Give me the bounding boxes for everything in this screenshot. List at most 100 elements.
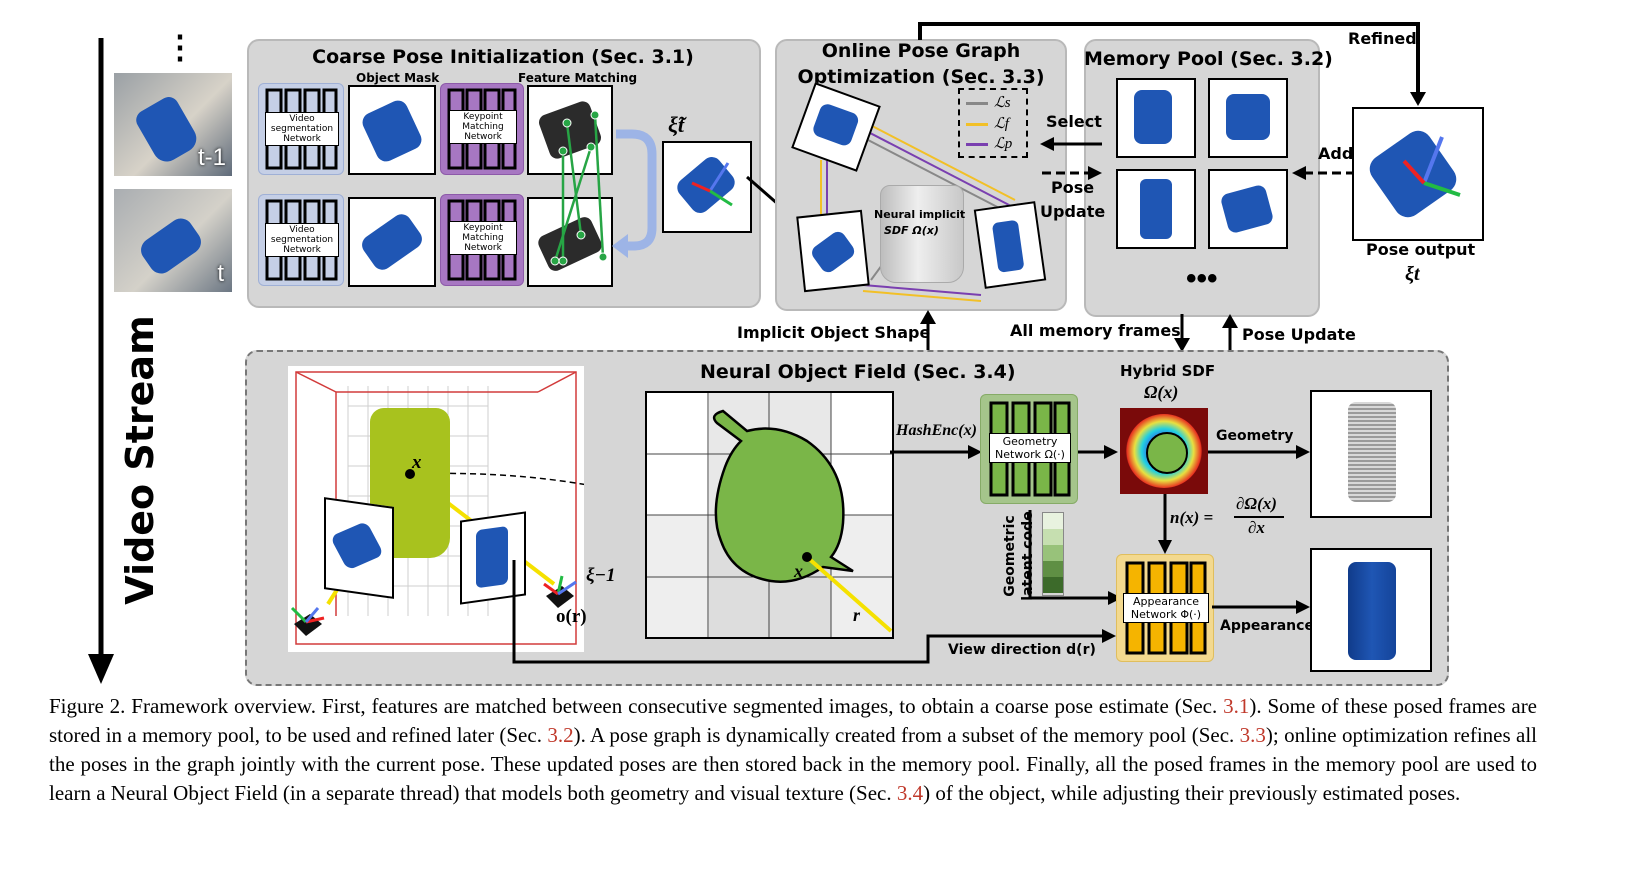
- pose-update-label-1: Pose: [1051, 178, 1095, 197]
- appearance-label: Appearance: [1220, 618, 1314, 634]
- feature-match-lines: [550, 110, 608, 266]
- video-stream-label: Video Stream: [118, 315, 162, 605]
- geometry-network-label: Geometry Network Ω(·): [989, 433, 1071, 463]
- frame-t: t: [114, 189, 232, 292]
- neural-field-title: Neural Object Field (Sec. 3.4): [700, 361, 1016, 383]
- axes-icon: [691, 162, 733, 207]
- scene-view-1-pitcher: [329, 520, 385, 571]
- axes-icon: [1402, 136, 1461, 197]
- pose-update-link-label: Pose Update: [1242, 325, 1356, 344]
- normal-arrow: [1158, 494, 1172, 554]
- coarse-pose-image: [662, 141, 752, 233]
- mask-pitcher: [358, 210, 426, 274]
- latent-to-appearance-arrow: [1028, 510, 1122, 605]
- appearance-render: [1348, 562, 1396, 660]
- frame-t-1: t-1: [114, 73, 232, 176]
- video-stream-ellipsis: ⋮: [164, 29, 196, 65]
- hashenc-label: HashEnc(x): [896, 422, 977, 439]
- geometry-network: Geometry Network Ω(·): [980, 394, 1078, 504]
- geometry-label: Geometry: [1216, 428, 1294, 444]
- view-direction-arrow: [512, 560, 1116, 664]
- video-seg-net-2: Video segmentation Network: [258, 194, 344, 286]
- pose-output-image: [1352, 107, 1484, 241]
- geometry-mesh: [1348, 402, 1396, 502]
- hybrid-sdf-image: [1120, 408, 1208, 494]
- feature-matching-label: Feature Matching: [518, 71, 638, 85]
- appearance-output-image: [1310, 548, 1432, 672]
- implicit-sdf-jug: [880, 185, 964, 283]
- caption-ref-2[interactable]: 3.2: [547, 723, 574, 747]
- memory-frames-arrow: [1174, 314, 1190, 352]
- legend-line-s: [966, 102, 988, 105]
- select-arrow: [1040, 137, 1102, 151]
- frame-t-label: t: [217, 260, 224, 287]
- geometry-to-sdf-arrow: [1078, 445, 1118, 459]
- refined-arrow: [918, 22, 1426, 106]
- caption-text-1: Figure 2. Framework overview. First, fea…: [49, 694, 1224, 718]
- caption-text-4: ); online optimization refines all the p…: [49, 723, 1538, 805]
- memory-frame-3: [1116, 169, 1196, 249]
- keypoint-net-1: Keypoint Matching Network: [440, 83, 524, 175]
- object-mask-image-1: [348, 85, 436, 175]
- pose-graph-edges: [820, 113, 1016, 302]
- pose-output-symbol: ξt: [1405, 263, 1420, 285]
- pose-update-arrow: [1042, 166, 1102, 180]
- scene-view-2-pitcher: [476, 525, 508, 589]
- appearance-network-label: Appearance Network Φ(·): [1123, 593, 1209, 623]
- legend-line-f: [966, 123, 988, 126]
- pose-graph-title-2: Optimization (Sec. 3.3): [797, 66, 1045, 88]
- hash-grid: x r: [645, 391, 894, 639]
- caption-ref-1[interactable]: 3.1: [1223, 694, 1250, 718]
- add-arrow: [1292, 166, 1354, 180]
- hybrid-sdf-shape: [1146, 432, 1188, 474]
- memory-frame-1-pitcher: [1134, 90, 1172, 144]
- coarse-pose-symbol: ξ̃t: [668, 112, 684, 137]
- object-mask-image-2: [348, 197, 436, 287]
- mask-pitcher: [359, 97, 425, 165]
- hybrid-sdf-label-1: Hybrid SDF: [1120, 362, 1216, 380]
- caption-ref-4[interactable]: 3.4: [896, 781, 924, 805]
- caption-ref-3[interactable]: 3.3: [1239, 723, 1266, 747]
- grid-r-label: r: [853, 605, 861, 625]
- memory-frame-3-pitcher: [1140, 179, 1172, 239]
- loss-legend: ℒs ℒf ℒp: [958, 88, 1028, 158]
- coarse-pose-title: Coarse Pose Initialization (Sec. 3.1): [312, 46, 694, 68]
- legend-label-p: ℒp: [994, 136, 1013, 152]
- view-direction-label: View direction d(r): [948, 642, 1096, 658]
- memory-frame-1: [1116, 78, 1196, 158]
- graph-node-left-pitcher: [808, 228, 858, 276]
- pose-output-label: Pose output: [1366, 240, 1476, 259]
- normal-frac-den: ∂x: [1248, 518, 1265, 537]
- frame-t-pitcher: [136, 213, 206, 279]
- scene-view-1: [324, 497, 394, 599]
- geometry-output-image: [1310, 390, 1432, 518]
- hashenc-arrow: [890, 445, 982, 459]
- video-seg-net-1: Video segmentation Network: [258, 83, 344, 175]
- add-label: Add: [1318, 144, 1354, 163]
- all-memory-frames-label: All memory frames: [1010, 321, 1181, 340]
- appearance-output-arrow: [1212, 600, 1310, 614]
- memory-pool-title: Memory Pool (Sec. 3.2): [1084, 48, 1333, 70]
- latent-code-bar: [1042, 512, 1064, 596]
- legend-label-f: ℒf: [994, 116, 1009, 132]
- keypoint-net-2: Keypoint Matching Network: [440, 194, 524, 286]
- implicit-sdf-label-2: SDF Ω(x): [884, 224, 939, 237]
- legend-line-p: [966, 143, 988, 146]
- memory-frame-2-pitcher: [1226, 94, 1270, 140]
- video-seg-net-2-label: Video segmentation Network: [265, 223, 339, 257]
- video-stream-arrow: [88, 38, 114, 684]
- implicit-object-shape-label: Implicit Object Shape: [737, 323, 931, 342]
- memory-pool-ellipsis: •••: [1186, 262, 1218, 295]
- refined-label: Refined: [1348, 29, 1417, 48]
- graph-node-right: [973, 201, 1047, 289]
- memory-frame-2: [1208, 78, 1288, 158]
- memory-frame-4: [1208, 169, 1288, 249]
- scene-3d: x: [288, 366, 584, 652]
- matching-loop-arrow: [612, 129, 657, 258]
- graph-node-top-pitcher: [811, 101, 861, 148]
- camera-icon-left: [290, 606, 325, 636]
- video-seg-net-1-label: Video segmentation Network: [265, 112, 339, 146]
- camera-icon-right: [543, 575, 577, 608]
- pose-update-up-arrow: [1222, 314, 1238, 352]
- pose-graph-title-1: Online Pose Graph: [821, 40, 1021, 62]
